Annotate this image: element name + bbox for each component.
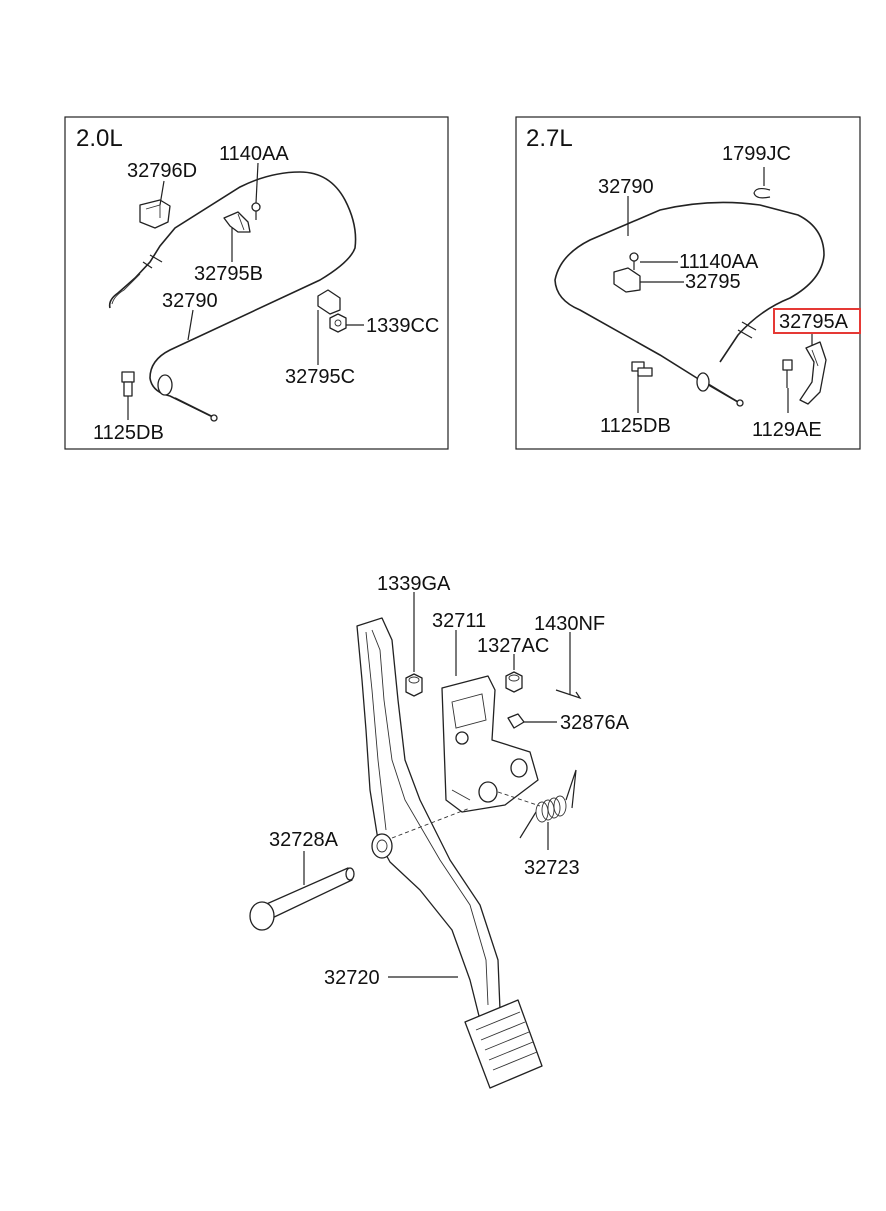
label-1327ac: 1327AC [477, 635, 549, 657]
spring-32723 [519, 769, 577, 839]
bracket-32795a [799, 341, 827, 405]
bolt-1125db-right [631, 361, 653, 377]
label-32795b: 32795B [194, 263, 263, 285]
throttle-cable-2-0l [108, 171, 357, 419]
grommet-right [696, 372, 710, 392]
label-32795c: 32795C [285, 366, 355, 388]
panel-2-7l-frame [515, 116, 861, 450]
label-32723: 32723 [524, 857, 580, 879]
bolt-1129ae [782, 359, 793, 388]
panel-2-7l-title: 2.7L [526, 125, 573, 152]
clip-1430nf [555, 689, 582, 700]
label-11140aa: 11140AA [679, 251, 759, 273]
panel-2-0l-title: 2.0L [76, 125, 123, 152]
bolt-1140aa [251, 202, 261, 220]
label-1140aa: 1140AA [219, 143, 289, 165]
label-32720: 32720 [324, 967, 380, 989]
cable-clip-32796d [139, 199, 171, 229]
pedal-assembly: 1339GA 32711 1430NF 1327AC 32876A 32723 … [249, 573, 630, 1089]
panel-2-0l: 2.0L [64, 116, 449, 450]
bracket-32795b [223, 211, 251, 233]
pedal-pad [464, 999, 543, 1089]
label-1129ae: 1129AE [752, 419, 822, 441]
nut-1339ga [405, 673, 423, 697]
label-32795a: 32795A [779, 311, 849, 333]
throttle-cable-2-7l [554, 201, 825, 403]
pin-32728a [249, 867, 355, 931]
label-32790-right: 32790 [598, 176, 654, 198]
label-32711: 32711 [432, 610, 486, 632]
label-32790-left: 32790 [162, 290, 218, 312]
label-32796d: 32796D [127, 160, 197, 182]
stopper-32876a [507, 713, 525, 729]
label-32728a: 32728A [269, 829, 339, 851]
panel-2-7l: 2.7L [515, 116, 861, 450]
label-1799jc: 1799JC [722, 143, 791, 165]
clip-1799jc [753, 187, 771, 199]
label-32876a: 32876A [560, 712, 630, 734]
bracket-32795 [613, 267, 641, 293]
label-1125db-right: 1125DB [600, 415, 671, 437]
label-1125db-left: 1125DB [93, 422, 164, 444]
bracket-32711 [441, 675, 539, 813]
pivot-hole [371, 833, 393, 859]
bracket-32795c [317, 289, 341, 315]
highlight-box-32795a [773, 308, 861, 334]
label-32795: 32795 [685, 271, 741, 293]
grommet [157, 374, 173, 396]
bolt-11140aa [629, 252, 639, 270]
label-1339ga: 1339GA [377, 573, 451, 595]
bolt-1125db-left [121, 371, 135, 397]
label-1339cc: 1339CC [366, 315, 439, 337]
nut-1339cc [329, 313, 347, 333]
panel-2-0l-frame [64, 116, 449, 450]
nut-1327ac [505, 671, 523, 693]
label-1430nf: 1430NF [534, 613, 605, 635]
